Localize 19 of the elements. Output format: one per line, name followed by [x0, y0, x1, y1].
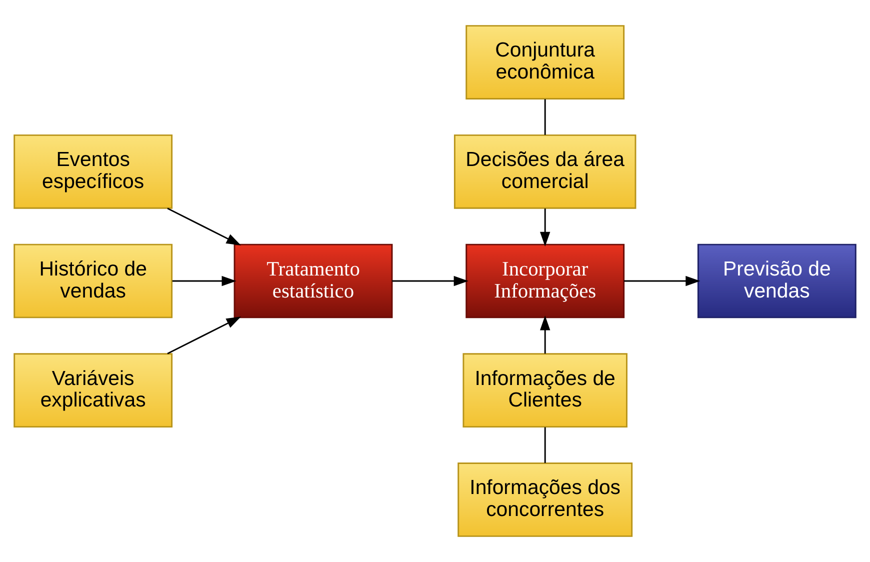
arrow [167, 316, 241, 354]
connector [544, 99, 546, 135]
connector [544, 427, 546, 463]
node-box: Informações de Clientes [462, 353, 628, 428]
arrow [540, 316, 550, 354]
arrow [172, 276, 236, 286]
node-box: Conjuntura econômica [466, 25, 625, 100]
node-box: Histórico de vendas [14, 244, 173, 318]
node-box: Tratamento estatístico [234, 244, 393, 318]
node-box: Incorporar Informações [466, 244, 625, 318]
arrow [392, 276, 468, 286]
node-box: Variáveis explicativas [14, 353, 173, 428]
arrow [167, 208, 241, 246]
node-box: Informações dos concorrentes [458, 462, 633, 537]
node-box: Decisões da área comercial [454, 134, 636, 209]
node-box: Eventos específicos [14, 134, 173, 209]
arrow [540, 208, 550, 246]
arrow [624, 276, 700, 286]
node-box: Previsão de vendas [697, 244, 856, 318]
